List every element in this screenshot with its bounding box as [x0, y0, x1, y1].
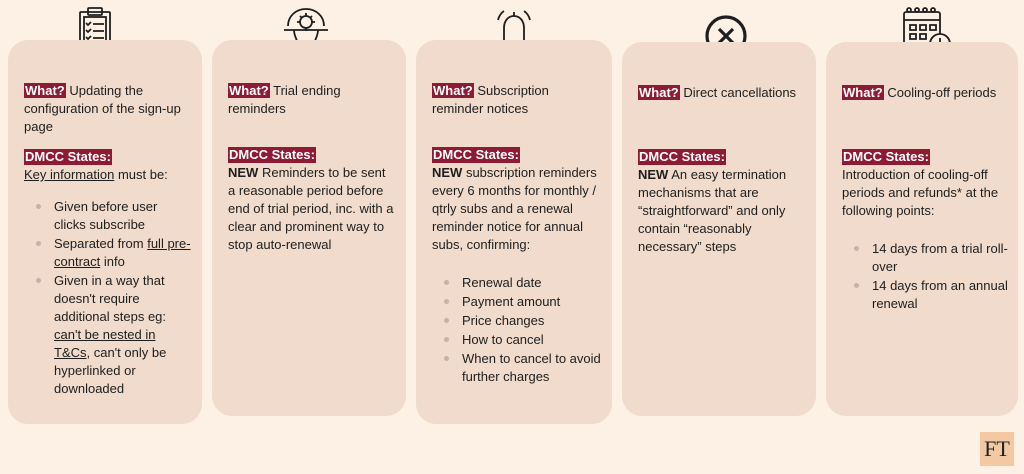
bullet-text: Payment amount: [462, 294, 561, 309]
what-tag: What?: [638, 85, 680, 100]
what-text: Trial ending reminders: [228, 83, 341, 116]
list-item: Given in a way that doesn't require addi…: [24, 272, 192, 398]
what-tag: What?: [842, 85, 884, 100]
dmcc-row: DMCC States:: [842, 148, 1008, 166]
dmcc-tag: DMCC States:: [842, 149, 930, 165]
what-tag: What?: [228, 83, 270, 98]
bullet-text: Given in a way that doesn't require addi…: [54, 273, 167, 324]
new-label: NEW: [638, 167, 669, 182]
dmcc-tag: DMCC States:: [432, 147, 520, 163]
body-text: An easy termination mechanisms that are …: [638, 167, 787, 254]
what-row: What? Updating the configuration of the …: [24, 82, 192, 136]
bullet-text: info: [100, 254, 125, 269]
list-item: Price changes: [432, 312, 602, 330]
list-item: How to cancel: [432, 331, 602, 349]
what-row: What? Trial ending reminders: [228, 82, 396, 134]
list-item: Given before user clicks subscribe: [24, 198, 192, 234]
nested-in-tcs-link[interactable]: can't be nested in T&Cs: [54, 327, 156, 360]
card-cooling-off: What? Cooling-off periods DMCC States: I…: [826, 42, 1018, 416]
list-item: Separated from full pre-contract info: [24, 235, 192, 271]
key-information-text: Key information: [24, 167, 115, 182]
card-body: NEW subscription reminders every 6 month…: [432, 164, 602, 254]
bullet-text: When to cancel to avoid further charges: [462, 351, 601, 384]
dmcc-tag: DMCC States:: [24, 149, 112, 165]
what-row: What? Direct cancellations: [638, 84, 806, 136]
card-sign-up-page: What? Updating the configuration of the …: [8, 40, 202, 424]
bullet-text: Given before user clicks subscribe: [54, 199, 158, 232]
list-item: 14 days from a trial roll-over: [842, 240, 1008, 276]
bullet-text: How to cancel: [462, 332, 544, 347]
card-body: NEW Reminders to be sent a reasonable pe…: [228, 164, 396, 254]
dmcc-row: DMCC States:: [24, 148, 192, 166]
what-tag: What?: [24, 83, 66, 98]
bullet-text: 14 days from a trial roll-over: [872, 241, 1008, 274]
body-text: Introduction of cooling-off periods and …: [842, 167, 999, 218]
list-item: 14 days from an annual renewal: [842, 277, 1008, 313]
bullet-text: 14 days from an annual renewal: [872, 278, 1008, 311]
new-label: NEW: [228, 165, 259, 180]
card-body: Key information must be:: [24, 166, 192, 184]
card-subscription-reminders: What? Subscription reminder notices DMCC…: [416, 40, 612, 424]
card-direct-cancellations: What? Direct cancellations DMCC States: …: [622, 42, 816, 416]
bullet-text: Separated from: [54, 236, 148, 251]
card-bullets: 14 days from a trial roll-over 14 days f…: [842, 240, 1008, 313]
full-pre-contract-link[interactable]: full pre-contract: [54, 236, 191, 269]
list-item: Renewal date: [432, 274, 602, 292]
card-bullets: Renewal date Payment amount Price change…: [432, 274, 602, 386]
bullet-text: Price changes: [462, 313, 545, 328]
card-trial-ending: What? Trial ending reminders DMCC States…: [212, 40, 406, 416]
what-tag: What?: [432, 83, 474, 98]
what-row: What? Cooling-off periods: [842, 84, 1008, 136]
dmcc-row: DMCC States:: [228, 146, 396, 164]
what-text: Updating the configuration of the sign-u…: [24, 83, 181, 134]
body-text: Reminders to be sent a reasonable period…: [228, 165, 394, 252]
list-item: Payment amount: [432, 293, 602, 311]
body-text: subscription reminders every 6 months fo…: [432, 165, 597, 252]
card-bullets: Given before user clicks subscribe Separ…: [24, 198, 192, 398]
bullet-text: Renewal date: [462, 275, 542, 290]
list-item: When to cancel to avoid further charges: [432, 350, 602, 386]
what-text: Direct cancellations: [683, 85, 797, 100]
new-label: NEW: [432, 165, 463, 180]
bullet-text: , can't only be hyperlinked or downloade…: [54, 345, 167, 396]
what-text: Cooling-off periods: [887, 85, 997, 100]
dmcc-tag: DMCC States:: [638, 149, 726, 165]
dmcc-row: DMCC States:: [638, 148, 806, 166]
dmcc-tag: DMCC States:: [228, 147, 316, 163]
card-body: NEW An easy termination mechanisms that …: [638, 166, 806, 256]
what-row: What? Subscription reminder notices: [432, 82, 602, 134]
ft-logo: FT: [980, 432, 1014, 466]
dmcc-row: DMCC States:: [432, 146, 602, 164]
card-body: Introduction of cooling-off periods and …: [842, 166, 1008, 220]
must-be-text: must be:: [114, 167, 168, 182]
what-text: Subscription reminder notices: [432, 83, 549, 116]
